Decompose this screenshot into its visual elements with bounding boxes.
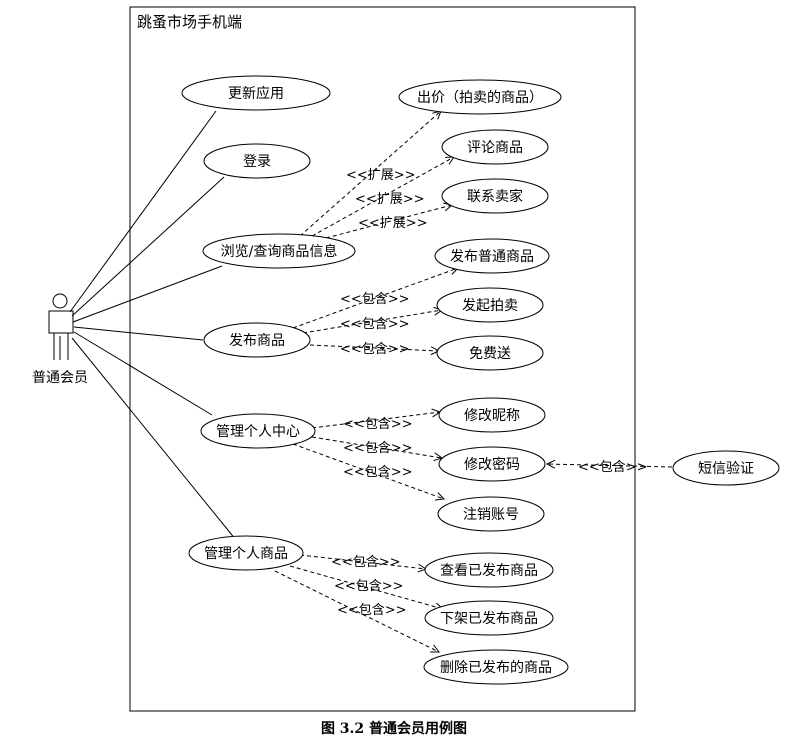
use-case-label: 出价（拍卖的商品） — [417, 90, 543, 106]
use-case-publish-item[interactable]: 发布商品 — [203, 322, 311, 358]
use-case-label: 登录 — [243, 154, 271, 170]
use-case-view-published[interactable]: 查看已发布商品 — [424, 552, 554, 588]
include-label: <<包含>> — [334, 578, 404, 594]
use-case-label: 注销账号 — [463, 507, 519, 523]
extend-label: <<扩展>> — [355, 192, 425, 207]
include-label: <<包含>> — [340, 341, 410, 357]
include-label: <<包含>> — [340, 291, 410, 307]
use-case-cancel-account[interactable]: 注销账号 — [437, 496, 545, 532]
use-case-contact-seller[interactable]: 联系卖家 — [441, 178, 549, 214]
use-case-label: 删除已发布的商品 — [440, 660, 552, 676]
associations — [69, 110, 237, 541]
include-label: <<包含>> — [343, 440, 413, 456]
use-case-delete-published[interactable]: 删除已发布的商品 — [423, 649, 569, 685]
use-case-label: 管理个人中心 — [216, 424, 300, 440]
use-case-publish-normal[interactable]: 发布普通商品 — [434, 238, 550, 274]
system-boundary — [129, 6, 636, 712]
use-case-label: 发布普通商品 — [450, 249, 534, 265]
dependency-links — [274, 111, 673, 652]
use-case-label: 修改密码 — [464, 456, 520, 473]
use-case-manage-items[interactable]: 管理个人商品 — [188, 535, 304, 571]
use-case-sms-verify[interactable]: 短信验证 — [672, 450, 780, 486]
use-case-personal-center[interactable]: 管理个人中心 — [200, 413, 316, 449]
use-case-label: 联系卖家 — [467, 188, 523, 205]
use-case-label: 短信验证 — [698, 461, 754, 477]
system-title: 跳蚤市场手机端 — [137, 13, 242, 31]
use-case-change-password[interactable]: 修改密码 — [438, 446, 546, 482]
include-label: <<包含>> — [331, 554, 401, 570]
use-case-free-give[interactable]: 免费送 — [436, 335, 544, 371]
use-case-label: 评论商品 — [467, 140, 523, 156]
use-case-label: 修改昵称 — [464, 408, 520, 424]
use-case-label: 浏览/查询商品信息 — [221, 243, 338, 260]
use-case-label: 下架已发布商品 — [440, 611, 538, 627]
extend-label: <<扩展>> — [346, 168, 416, 183]
use-case-label: 免费送 — [469, 346, 511, 362]
use-case-label: 查看已发布商品 — [440, 563, 538, 579]
include-label: <<包含>> — [340, 316, 410, 332]
use-case-label: 更新应用 — [228, 85, 284, 102]
use-case-bid[interactable]: 出价（拍卖的商品） — [398, 79, 562, 115]
figure-caption: 图 3.2 普通会员用例图 — [320, 721, 468, 737]
use-case-label: 管理个人商品 — [204, 546, 288, 562]
use-case-update-app[interactable]: 更新应用 — [181, 75, 331, 111]
include-label: <<包含>> — [337, 602, 407, 618]
use-case-diagram: 跳蚤市场手机端 普通会员 <<扩展>> <<扩展>> << — [32, 6, 780, 712]
include-label: <<包含>> — [578, 459, 648, 475]
use-case-label: 发起拍卖 — [462, 298, 518, 314]
use-case-start-auction[interactable]: 发起拍卖 — [436, 287, 544, 323]
use-case-label: 发布商品 — [229, 333, 285, 349]
relation-labels: <<扩展>> <<扩展>> <<扩展>> <<包含>> <<包含>> <<包含>… — [331, 168, 648, 618]
extend-label: <<扩展>> — [358, 216, 428, 231]
actor-figure — [48, 293, 74, 360]
use-case-unlist-published[interactable]: 下架已发布商品 — [424, 600, 554, 636]
use-case-browse[interactable]: 浏览/查询商品信息 — [202, 233, 356, 269]
use-case-login[interactable]: 登录 — [203, 143, 311, 179]
use-case-comment[interactable]: 评论商品 — [441, 129, 549, 165]
include-label: <<包含>> — [343, 464, 413, 480]
include-label: <<包含>> — [343, 416, 413, 432]
actor-label: 普通会员 — [32, 370, 88, 386]
use-case-edit-nickname[interactable]: 修改昵称 — [438, 397, 546, 433]
